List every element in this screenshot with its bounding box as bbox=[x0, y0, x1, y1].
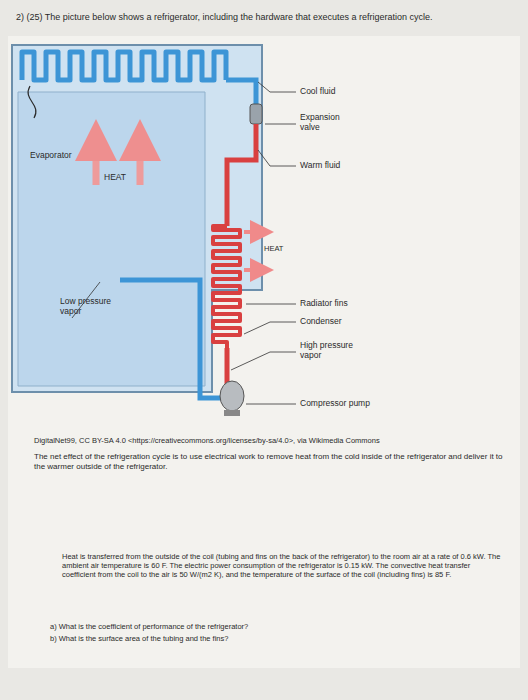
low-pressure-tube bbox=[120, 280, 222, 398]
part-label: HEAT bbox=[264, 244, 294, 253]
part-label: Condenser bbox=[300, 316, 390, 326]
heat-arrow bbox=[244, 230, 262, 234]
coil-end bbox=[28, 86, 36, 118]
part-label: Low pressure vapor bbox=[60, 296, 130, 316]
image-credit: DigitalNet99, CC BY-SA 4.0 <https://crea… bbox=[34, 436, 504, 445]
part-label: Compressor pump bbox=[300, 398, 410, 408]
note-text: The net effect of the refrigeration cycl… bbox=[34, 452, 504, 471]
part-label: Evaporator bbox=[30, 150, 100, 160]
part-label: Expansion valve bbox=[300, 112, 360, 132]
worksheet-page bbox=[8, 36, 520, 668]
problem-text: Heat is transferred from the outside of … bbox=[62, 552, 502, 579]
high-pressure-tube bbox=[225, 348, 230, 384]
compressor-base bbox=[224, 410, 240, 416]
fridge-interior bbox=[18, 92, 205, 386]
part-label: HEAT bbox=[104, 172, 144, 182]
question-text: a) What is the coefficient of performanc… bbox=[50, 622, 490, 631]
heat-arrow bbox=[244, 268, 262, 272]
cool-fluid-tube bbox=[226, 80, 256, 104]
condenser-coil bbox=[213, 226, 240, 348]
evaporator-coil bbox=[22, 52, 226, 80]
expansion-valve bbox=[250, 104, 262, 124]
part-label: Radiator fins bbox=[300, 298, 390, 308]
leader-lines bbox=[72, 82, 296, 404]
compressor-pump bbox=[220, 381, 244, 411]
part-label: Warm fluid bbox=[300, 160, 390, 170]
part-label: High pressure vapor bbox=[300, 340, 370, 360]
question-heading: 2) (25) The picture below shows a refrig… bbox=[16, 12, 516, 23]
heat-arrow bbox=[93, 140, 100, 185]
part-label: Cool fluid bbox=[300, 86, 390, 96]
question-text: b) What is the surface area of the tubin… bbox=[50, 634, 490, 643]
heat-arrow bbox=[137, 140, 144, 185]
warm-fluid-tube bbox=[227, 124, 256, 226]
fridge-body bbox=[12, 45, 262, 392]
